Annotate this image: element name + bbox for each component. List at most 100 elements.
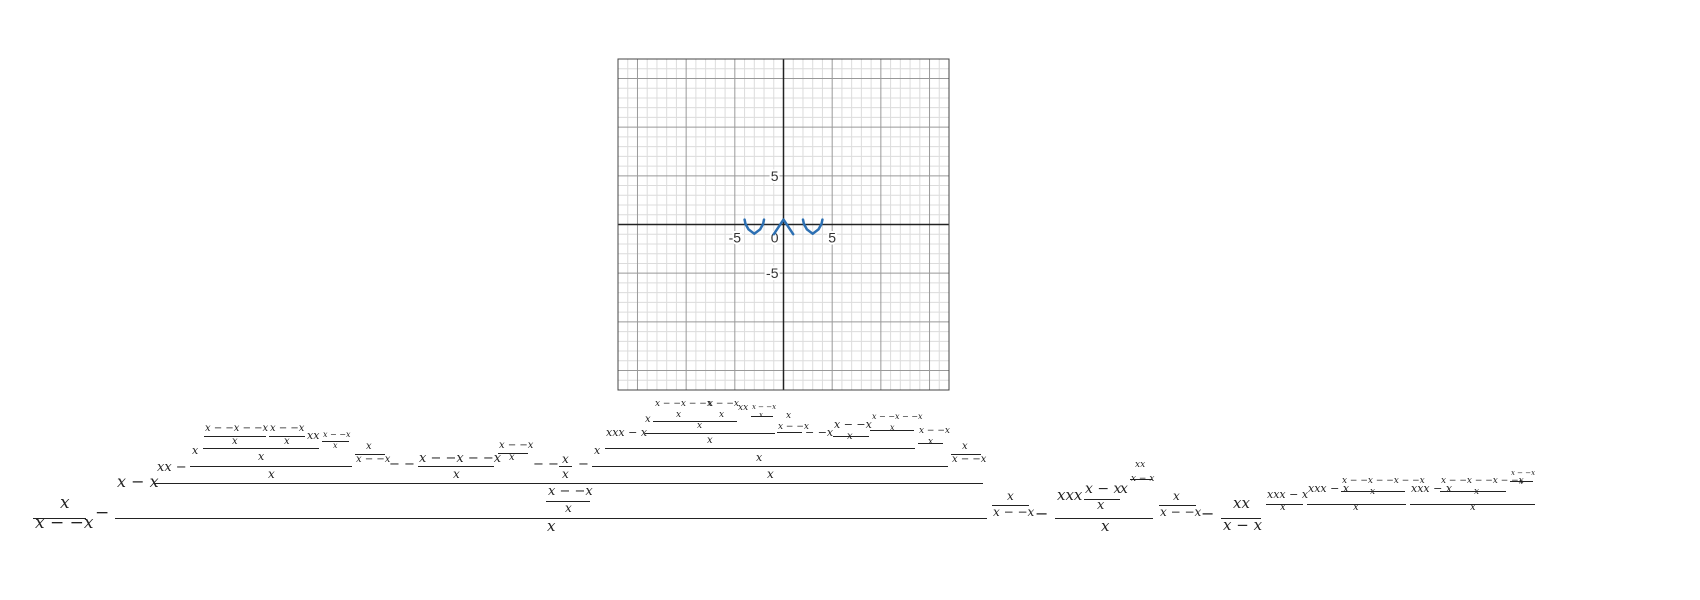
formula-term: x xyxy=(928,437,934,447)
formula-term: xxx − x xyxy=(1308,482,1350,495)
formula-term: x − −x xyxy=(993,505,1035,519)
fraction-bar xyxy=(355,454,385,455)
formula-term: x − x xyxy=(117,472,159,491)
formula-term: x xyxy=(1173,489,1180,503)
formula-term: x − −x xyxy=(708,399,739,409)
formula-term: x − −x xyxy=(323,430,351,439)
formula-term: xxx − x xyxy=(1411,482,1453,495)
formula-term: x xyxy=(547,517,556,535)
fraction-bar xyxy=(653,421,707,422)
formula-term: xxx xyxy=(1057,486,1083,504)
formula-term: x xyxy=(1370,487,1376,497)
formula-term: x xyxy=(1101,517,1110,535)
formula-term: − −x xyxy=(805,426,834,439)
fraction-bar xyxy=(115,518,987,519)
fraction-bar xyxy=(498,453,528,454)
formula-term: x − x xyxy=(1131,474,1155,484)
formula-term: x − −x xyxy=(1160,505,1202,519)
formula-term: x xyxy=(333,441,338,450)
formula-term: x − −x xyxy=(35,513,94,533)
fraction-bar xyxy=(204,436,266,437)
formula-term: xx xyxy=(1233,494,1250,512)
fraction-bar xyxy=(870,430,914,431)
fraction-bar xyxy=(1266,504,1303,505)
formula-term: x xyxy=(645,414,651,425)
fraction-bar xyxy=(1055,518,1153,519)
formula-term: x − x xyxy=(1085,481,1122,497)
formula-term: x − −x xyxy=(952,454,987,465)
formula-term: x xyxy=(890,423,895,432)
formula-term: x − −x xyxy=(778,422,809,432)
formula-term: x xyxy=(767,467,774,481)
y-tick-label: 5 xyxy=(771,168,779,184)
fraction-bar xyxy=(992,505,1029,506)
curve-3 xyxy=(801,218,824,235)
fraction-bar xyxy=(592,466,948,467)
formula-term: x xyxy=(847,431,853,442)
formula-term: x xyxy=(1353,502,1359,513)
formula-term: x xyxy=(366,441,372,452)
formula-term: x xyxy=(962,441,968,452)
formula-term: x xyxy=(1474,487,1480,497)
formula-term: x xyxy=(565,501,572,515)
formula-term: x xyxy=(594,444,601,457)
formula-term: x xyxy=(697,421,703,431)
formula-term: x xyxy=(453,467,460,481)
formula-term: x xyxy=(232,436,238,447)
formula-term: x xyxy=(192,444,199,457)
fraction-bar xyxy=(918,443,943,444)
formula-term: x − −x xyxy=(548,484,593,499)
formula-term: x xyxy=(1519,478,1523,486)
formula-term: − − xyxy=(533,457,559,472)
formula-term: x xyxy=(509,452,515,463)
fraction-bar xyxy=(645,433,775,434)
formula-term: xxx − x xyxy=(1267,488,1309,501)
formula-term: x − −x xyxy=(919,426,950,436)
formula-term: − xyxy=(1035,504,1049,523)
fraction-bar xyxy=(1440,491,1506,492)
formula-term: − xyxy=(1201,504,1215,523)
formula-term: xxx − x xyxy=(606,426,648,439)
fraction-bar xyxy=(322,441,349,442)
fraction-bar xyxy=(33,518,86,519)
formula-term: − − xyxy=(389,457,415,472)
x-tick-label: -5 xyxy=(729,230,742,246)
formula-term: x − −x − −x xyxy=(872,412,923,421)
fraction-bar xyxy=(546,501,590,502)
formula-term: x − −x xyxy=(834,418,872,431)
fraction-bar xyxy=(1307,504,1406,505)
formula-term: − xyxy=(578,457,589,472)
formula-term: x xyxy=(60,493,70,513)
origin-label: 0 xyxy=(771,230,779,246)
formula-term: x xyxy=(562,452,569,466)
formula-term: xx xyxy=(738,403,749,413)
fraction-bar xyxy=(951,454,981,455)
fraction-bar xyxy=(605,448,915,449)
plot-border xyxy=(617,58,950,391)
formula-term: x − −x − −x xyxy=(419,451,502,466)
formula-term: xx − xyxy=(157,460,187,475)
formula-term: x − −x − −x xyxy=(205,423,269,434)
curves xyxy=(743,218,824,236)
formula-term: x xyxy=(1470,502,1476,513)
fraction-bar xyxy=(559,466,572,467)
formula-term: x xyxy=(786,411,792,421)
formula-term: x xyxy=(707,435,713,446)
formula-term: x − −x xyxy=(752,403,777,411)
formula-term: x − −x xyxy=(270,423,305,434)
formula-term: x xyxy=(268,467,275,481)
curve-2 xyxy=(772,218,795,236)
formula-term: x xyxy=(759,411,763,419)
formula-term: x xyxy=(562,467,569,481)
formula-term: x − −x xyxy=(499,440,534,451)
formula-term: x − x xyxy=(1223,516,1263,534)
fraction-bar xyxy=(1084,499,1120,500)
formula-term: x − −x − −x − −x xyxy=(1342,476,1425,486)
formula-term: x − −x xyxy=(1511,469,1536,477)
formula-term: x xyxy=(1097,498,1105,513)
x-tick-label: 5 xyxy=(828,230,836,246)
fraction-bar xyxy=(1159,505,1196,506)
formula-term: x xyxy=(1280,502,1286,513)
fraction-bar xyxy=(155,483,983,484)
